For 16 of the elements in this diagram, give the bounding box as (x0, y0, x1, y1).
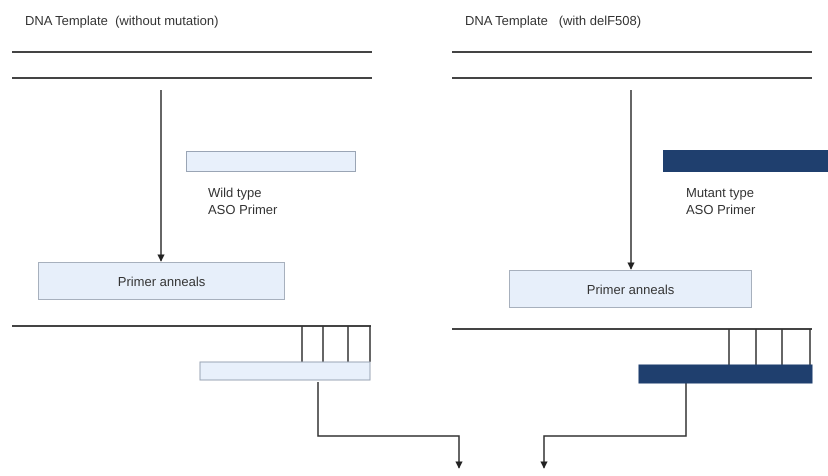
process-box (509, 270, 752, 308)
template-heading: DNA Template (with delF508) (465, 13, 642, 28)
annealed-primer-drawing (452, 325, 812, 382)
process-label: Primer anneals (118, 274, 206, 288)
arrow (157, 90, 165, 262)
primer-label: Mutant type ASO Primer (686, 184, 756, 218)
process-box (38, 262, 285, 300)
arrow (627, 90, 635, 270)
arrow (317, 382, 463, 469)
arrow (540, 382, 687, 469)
primer-label: Wild type ASO Primer (208, 184, 278, 218)
annealed-primer-drawing (12, 322, 371, 382)
process-label: Primer anneals (586, 282, 674, 296)
template-heading: DNA Template (without mutation) (25, 13, 218, 28)
primer-bar (186, 151, 356, 172)
primer-bar (663, 150, 828, 172)
